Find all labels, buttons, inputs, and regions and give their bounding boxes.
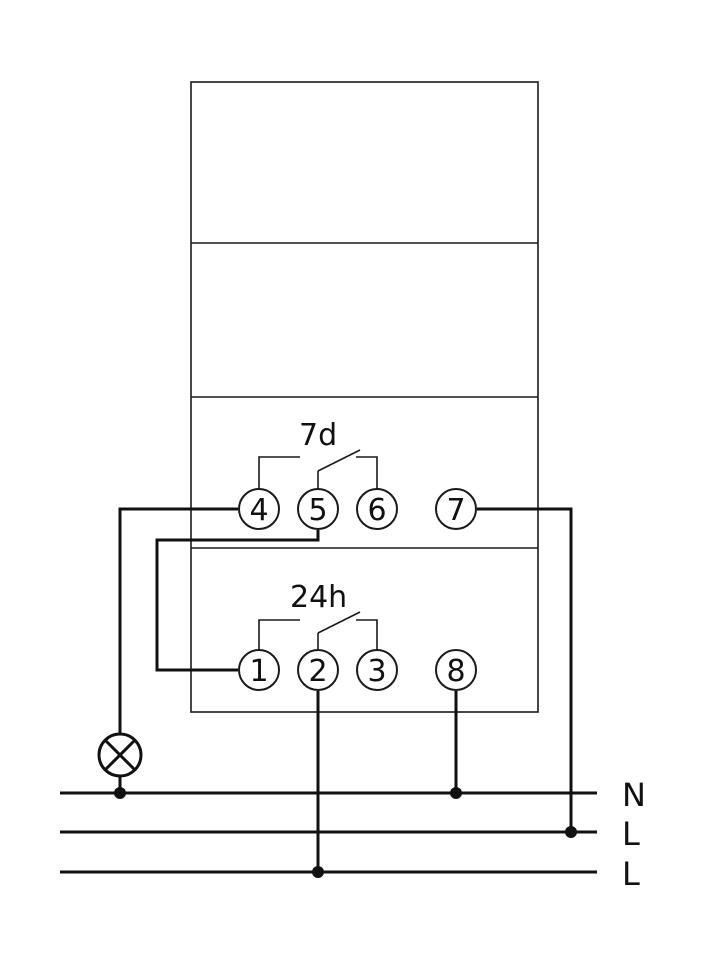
- contact-7d-no-lead: [356, 456, 378, 489]
- terminal-8: [435, 649, 477, 691]
- terminal-1-label: 1: [249, 654, 268, 689]
- junction-terminal-7-l: [565, 826, 577, 838]
- terminal-6: [356, 488, 398, 530]
- terminal-3: [356, 649, 398, 691]
- contact-24h-no-lead: [356, 619, 378, 650]
- wire-terminal-5-to-terminal-1: [155, 530, 320, 672]
- junction-terminal-2-l: [312, 866, 324, 878]
- terminal-3-label: 3: [367, 654, 386, 689]
- terminal-4: [238, 488, 280, 530]
- lamp-cross-2: [103, 738, 137, 772]
- contact-24h: 24h: [258, 580, 378, 650]
- terminal-8-label: 8: [446, 654, 465, 689]
- contact-7d-nc-lead: [258, 456, 300, 489]
- contact-7d-switch-arm: [317, 449, 361, 472]
- external-wiring: [118, 507, 573, 872]
- wire-terminal-4-to-lamp: [118, 507, 238, 734]
- device-housing: [190, 81, 539, 713]
- terminal-5-label: 5: [308, 493, 327, 528]
- module-7d-label: 7d: [299, 418, 337, 453]
- terminal-2-label: 2: [308, 654, 327, 689]
- terminal-5: [297, 488, 339, 530]
- terminal-7-label: 7: [446, 493, 465, 528]
- terminal-6-label: 6: [367, 493, 386, 528]
- line-l-label-1: L: [622, 815, 640, 853]
- terminals-7d: 4 5 6 7: [238, 488, 477, 530]
- terminal-2: [297, 649, 339, 691]
- terminal-4-label: 4: [249, 493, 268, 528]
- lamp-icon: [97, 732, 143, 778]
- module-24h-label: 24h: [290, 580, 347, 615]
- contact-24h-nc-lead: [258, 619, 300, 650]
- line-l-label-2: L: [622, 855, 640, 893]
- terminal-7: [435, 488, 477, 530]
- contact-24h-switch-arm: [317, 611, 361, 634]
- junction-lamp-n: [114, 787, 126, 799]
- supply-lines: N L L: [60, 776, 646, 893]
- wire-terminal-7-to-l: [477, 507, 573, 832]
- line-n-label: N: [622, 776, 646, 814]
- contact-7d: 7d: [258, 418, 378, 489]
- terminal-1: [238, 649, 280, 691]
- terminals-24h: 1 2 3 8: [238, 649, 477, 691]
- junction-terminal-8-n: [450, 787, 462, 799]
- junctions: [114, 787, 577, 878]
